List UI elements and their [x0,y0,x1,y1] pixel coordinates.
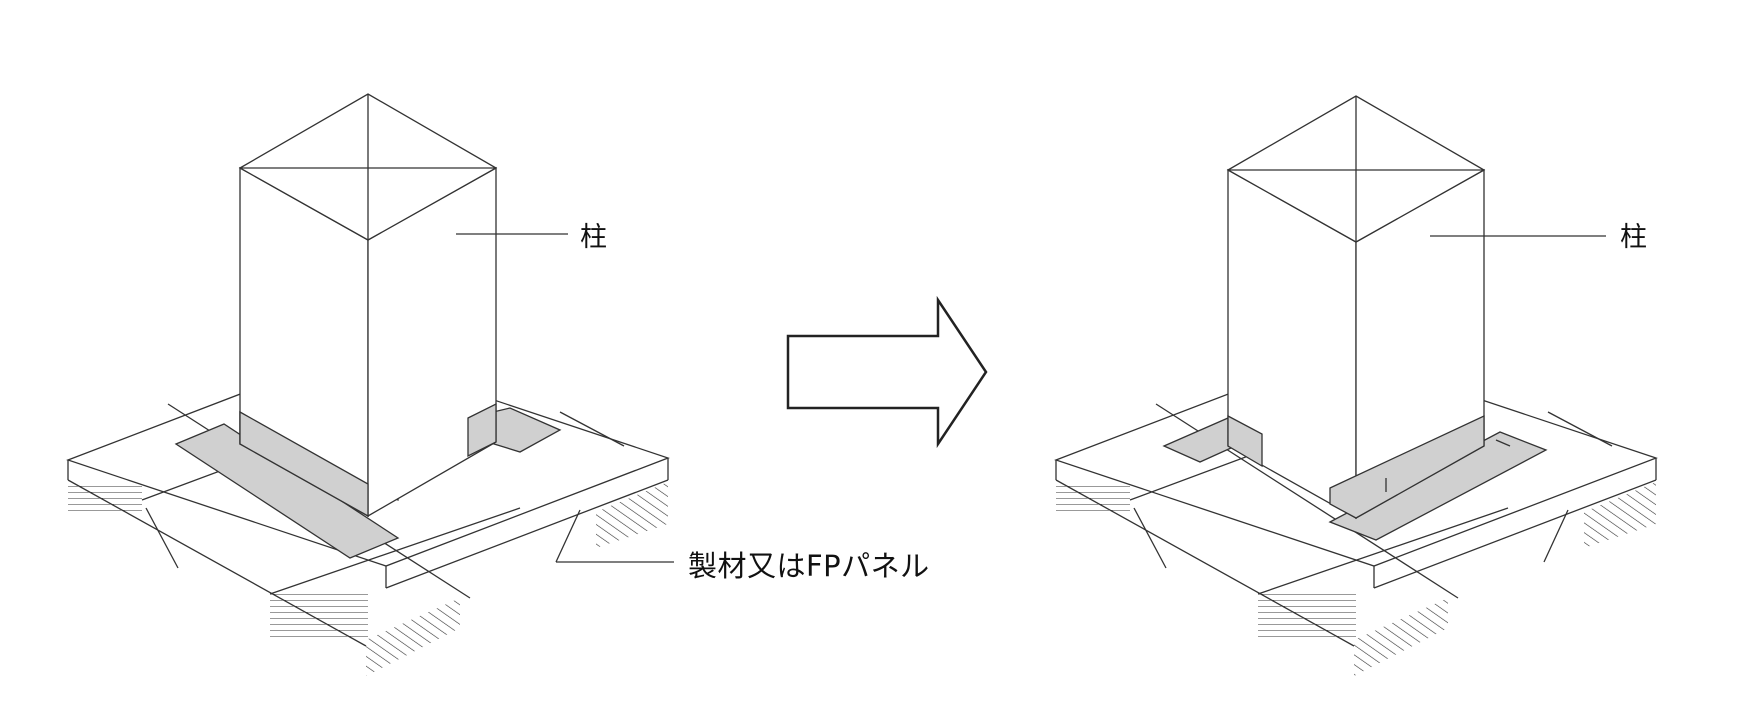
diagram-before [66,93,674,676]
transition-arrow [786,295,988,449]
column-base-shade-right [467,402,497,458]
ground-hatch-1 [68,482,142,516]
label-panel: 製材又はFPパネル [688,549,930,583]
ground-hatch-6 [1258,594,1356,640]
ground-hatch-8 [1584,482,1656,548]
column-base-shade-after-left [1227,414,1263,468]
label-column-left: 柱 [580,222,607,253]
fp-panel-left-1 [174,423,400,559]
ground-hatch-2 [270,594,368,640]
ground-hatch-7 [1354,598,1448,676]
label-column-right: 柱 [1620,222,1647,253]
column-base-shade-after-right [1329,414,1485,519]
ground-hatch-5 [1056,482,1130,516]
column-base-shade-left [239,410,369,518]
diagram-after [1054,95,1658,676]
ground-hatch-3 [366,598,460,676]
ground-hatch-4 [596,482,668,548]
